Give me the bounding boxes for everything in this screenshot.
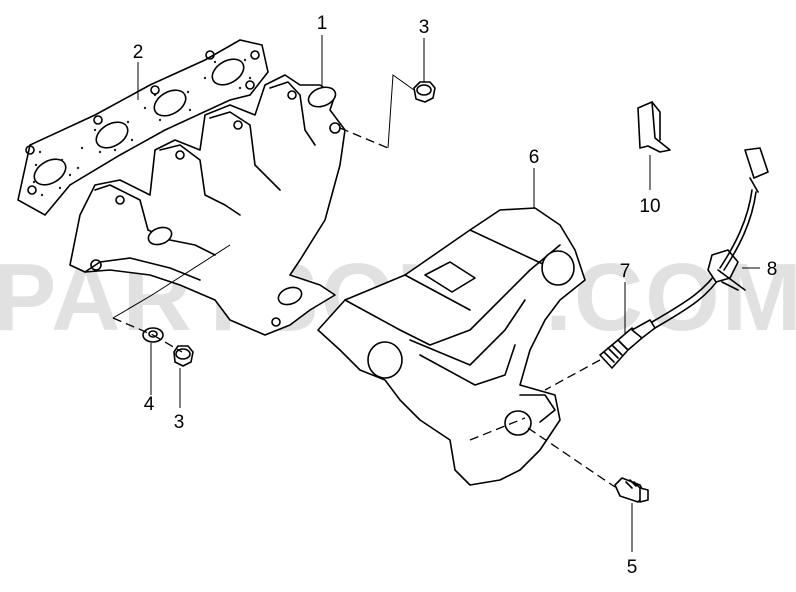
callout-oxygen-sensor: 7: [620, 261, 631, 282]
callout-nut-top: 3: [419, 17, 430, 38]
callout-heat-shield: 6: [529, 147, 540, 168]
bracket-part: [637, 101, 671, 153]
callout-nut-bottom: 3: [174, 412, 185, 433]
callout-gasket: 2: [133, 42, 144, 63]
exhaust-manifold-part: [69, 74, 346, 336]
callout-bracket: 10: [639, 196, 660, 217]
nut-top-part: [413, 81, 436, 103]
heat-shield-part: [317, 207, 586, 486]
callout-bolt: 5: [627, 557, 638, 578]
nut-bottom-part: [173, 345, 194, 367]
callout-clip: 8: [767, 259, 778, 280]
clip-part: [707, 147, 769, 291]
leader-lines: [112, 35, 760, 552]
gasket-part: [17, 39, 269, 217]
callout-washer: 4: [144, 394, 155, 415]
callout-manifold: 1: [317, 13, 328, 34]
bolt-part: [614, 477, 649, 503]
